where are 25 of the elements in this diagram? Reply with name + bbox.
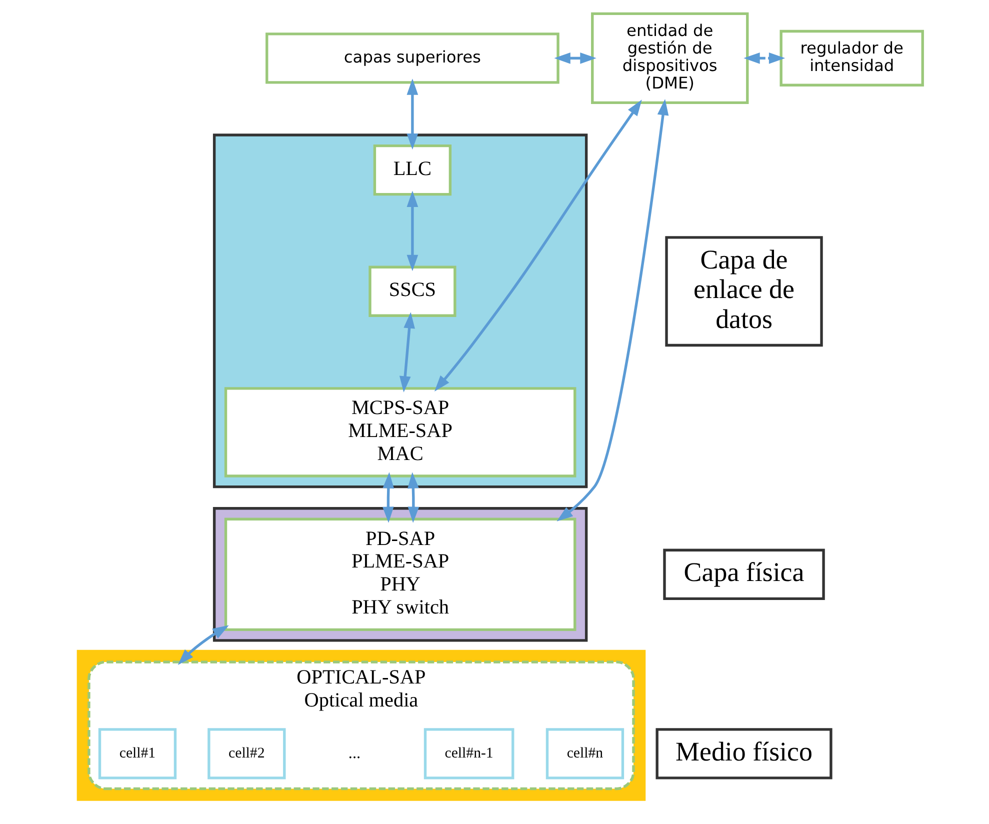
arrow xyxy=(382,472,394,523)
node-box: SSCS xyxy=(368,266,456,317)
node-box: regulador de intensidad xyxy=(779,30,924,86)
arrow xyxy=(554,52,596,64)
arrow xyxy=(406,78,418,150)
node-box: cell#2 xyxy=(207,728,286,780)
node-box: capas superiores xyxy=(265,32,559,84)
label: ... xyxy=(348,744,360,762)
node-box: cell#1 xyxy=(98,728,176,780)
node-box: MCPS-SAP MLME-SAP MAC xyxy=(224,387,576,478)
arrow xyxy=(407,472,419,523)
node-box: Capa física xyxy=(662,548,824,600)
node-box: cell#n-1 xyxy=(423,728,514,780)
node-box: PD-SAP PLME-SAP PHY PHY switch xyxy=(224,518,576,632)
node-box: Medio físico xyxy=(655,728,832,780)
node-box: Capa de enlace de datos xyxy=(664,236,822,347)
node-box: LLC xyxy=(372,144,452,196)
arrow xyxy=(556,98,668,522)
arrow xyxy=(398,312,414,392)
node-box: entidad de gestión de dispositivos (DME) xyxy=(590,12,748,104)
arrow xyxy=(743,52,785,64)
node-box: cell#n xyxy=(545,728,624,780)
arrow xyxy=(434,100,642,392)
arrow xyxy=(177,625,228,665)
arrow xyxy=(406,190,418,272)
